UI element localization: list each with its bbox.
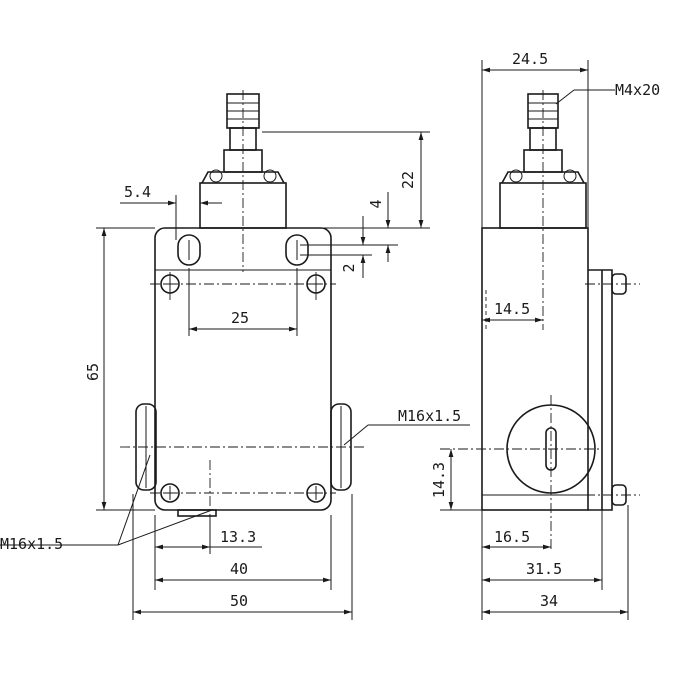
dim-width-40: 40 [230,560,248,578]
dim-side-145: 14.5 [494,300,530,318]
dim-width-133: 13.3 [220,528,256,546]
front-dimensions: 65 22 4 2 5.4 25 M16x1.5 [0,131,470,620]
side-flange [588,269,613,511]
side-dimensions: 24.5 M4x20 14.5 14.3 16.5 31.5 34 [430,50,660,620]
side-view [440,90,640,552]
front-slot-left [177,234,201,266]
dim-offset-2: 2 [340,263,358,272]
dim-hole-spacing: 25 [231,309,249,327]
dim-offset-4: 4 [367,199,385,208]
dim-side-34: 34 [540,592,558,610]
dim-thread-top: M4x20 [615,81,660,99]
side-body [481,227,589,511]
dim-body-height: 65 [84,363,102,381]
dim-thread-right: M16x1.5 [398,407,461,425]
dim-side-315: 31.5 [526,560,562,578]
dim-side-165: 16.5 [494,528,530,546]
dim-offset-54: 5.4 [124,183,151,201]
front-view [120,90,366,520]
dim-thread-left: M16x1.5 [0,535,63,553]
dim-top-width-side: 24.5 [512,50,548,68]
dim-side-143: 14.3 [430,462,448,498]
front-slot-right [285,234,309,266]
dim-actuator-height: 22 [399,171,417,189]
dim-width-50: 50 [230,592,248,610]
